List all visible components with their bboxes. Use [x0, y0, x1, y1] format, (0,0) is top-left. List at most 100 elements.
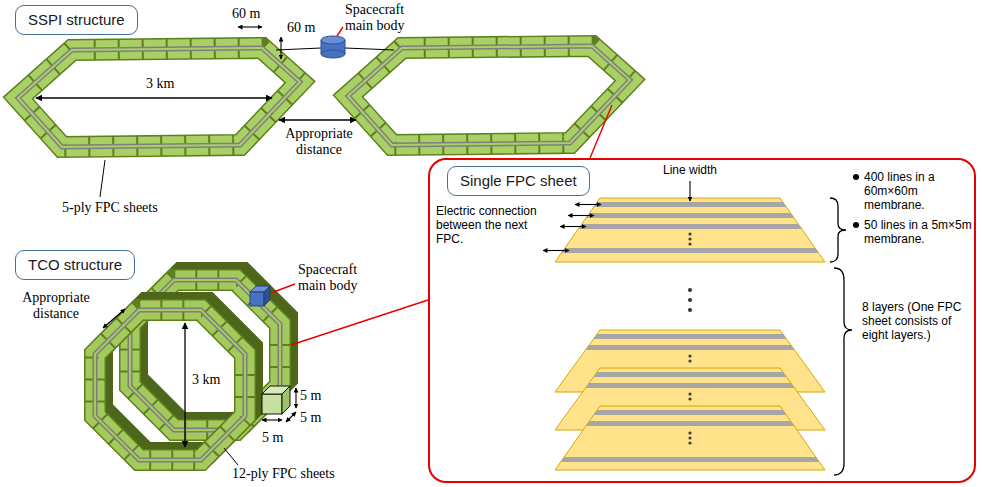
fpc-layer — [540, 213, 840, 218]
spacecraft-cylinder — [321, 50, 345, 58]
fpc-layer — [540, 198, 840, 262]
structure-tag: Single FPC sheet — [447, 166, 590, 196]
connection-arrow — [568, 215, 594, 216]
structure-tag: SSPI structure — [15, 5, 138, 35]
tether-line — [345, 48, 394, 50]
fpc-layer — [540, 202, 840, 253]
fpc-layer — [688, 237, 691, 240]
leader-line — [100, 160, 105, 197]
red-leader-line — [291, 300, 428, 345]
tco-ring — [95, 273, 287, 460]
dimension-arrow — [295, 388, 296, 408]
callout-label: Spacecraft main body — [345, 2, 425, 34]
red-leader-line — [590, 105, 612, 158]
structure-tag: TCO structure — [15, 250, 135, 280]
fpc-layer — [540, 345, 840, 350]
dimension-label: 3 km — [146, 76, 174, 92]
fpc-layer — [540, 248, 840, 253]
sspi-ring — [348, 46, 630, 145]
fpc-layer — [540, 372, 840, 377]
tco-ring — [95, 310, 245, 460]
fpc-layer — [540, 330, 840, 470]
connection-arrow — [543, 250, 569, 251]
dimension-arrow — [103, 309, 125, 328]
connection-note: Electric connection between the next FPC… — [436, 204, 552, 246]
bullet-dot — [853, 222, 859, 228]
fpc-layer — [688, 232, 691, 245]
sspi-ring — [18, 48, 300, 147]
fpc-layer — [540, 421, 840, 426]
grid-cube — [262, 386, 290, 414]
fpc-layer — [540, 410, 840, 415]
callout-label: 5-ply FPC sheets — [62, 200, 158, 216]
dimension-arrow — [280, 37, 281, 59]
fpc-layer — [688, 359, 691, 362]
sspi-ring — [348, 46, 630, 145]
callout-label: Spacecraft main body — [298, 262, 378, 294]
dimension-label: 5 m — [300, 388, 321, 404]
fpc-layer — [688, 242, 691, 245]
ellipsis-dots — [688, 288, 692, 312]
sspi-ring — [348, 46, 630, 145]
dimension-arrow — [36, 97, 272, 98]
detail-panel: Line widthElectric connection between th… — [428, 158, 976, 483]
fpc-layer — [540, 334, 840, 339]
sspi-ring — [348, 46, 630, 145]
dimension-label: Appropriate distance — [12, 290, 100, 322]
leader-line — [100, 160, 105, 197]
fpc-layer — [540, 372, 840, 388]
callout-label: 12-ply FPC sheets — [232, 466, 335, 482]
connection-arrow — [689, 181, 690, 201]
dimension-arrow — [36, 27, 356, 120]
spacecraft-cube — [264, 286, 270, 306]
dimension-label: 60 m — [287, 20, 315, 36]
brace — [834, 268, 852, 475]
bullet-text: 50 lines in a 5m×5m membrane. — [864, 218, 972, 246]
dimension-label: 5 m — [300, 410, 321, 426]
spacecraft-cylinder — [321, 40, 322, 54]
dimension-label: 3 km — [192, 372, 220, 388]
brace — [830, 198, 852, 475]
fpc-layer — [688, 232, 691, 235]
bullet-text: 400 lines in a 60m×60m membrane. — [864, 170, 972, 212]
layer-note: 8 layers (One FPC sheet consists of eigh… — [862, 300, 972, 342]
fpc-layer — [540, 410, 840, 462]
fpc-layer — [540, 334, 840, 350]
fpc-layer — [688, 354, 691, 362]
dimension-arrow — [184, 323, 185, 447]
brace — [830, 198, 846, 262]
sspi-ring — [18, 48, 300, 147]
tco-ring — [95, 310, 245, 460]
dimension-label: Appropriate distance — [276, 126, 362, 158]
tag-title: SSPI structure — [28, 11, 125, 28]
fpc-layer — [540, 202, 840, 207]
tco-ring — [95, 310, 245, 460]
sspi-ring — [18, 48, 300, 147]
dimension-label: Line width — [650, 163, 730, 177]
ellipsis-dots — [688, 308, 692, 312]
ellipsis-dots — [688, 298, 692, 302]
spacecraft-cube — [250, 292, 264, 306]
dimension-arrow — [279, 119, 356, 120]
fpc-layer — [540, 383, 840, 388]
red-leader-line — [337, 27, 343, 36]
dimension-arrow — [286, 412, 296, 422]
spacecraft-cylinder — [345, 40, 346, 54]
red-leader-line — [337, 27, 343, 36]
fpc-layer — [540, 457, 840, 462]
fpc-layer — [688, 436, 691, 439]
fpc-layer — [688, 441, 691, 444]
dimension-label: 60 m — [232, 6, 260, 22]
spacecraft-cylinder — [321, 36, 345, 44]
dimension-arrow — [238, 26, 262, 27]
sspi-ring — [18, 48, 300, 147]
dimension-arrow — [262, 419, 282, 420]
leader-line — [224, 448, 238, 465]
dimension-arrow — [103, 309, 296, 447]
tether-line — [276, 48, 321, 50]
red-leader-line — [271, 284, 295, 293]
fpc-layer — [688, 392, 691, 395]
tag-title: Single FPC sheet — [460, 172, 577, 189]
bullet-dot — [853, 174, 859, 180]
